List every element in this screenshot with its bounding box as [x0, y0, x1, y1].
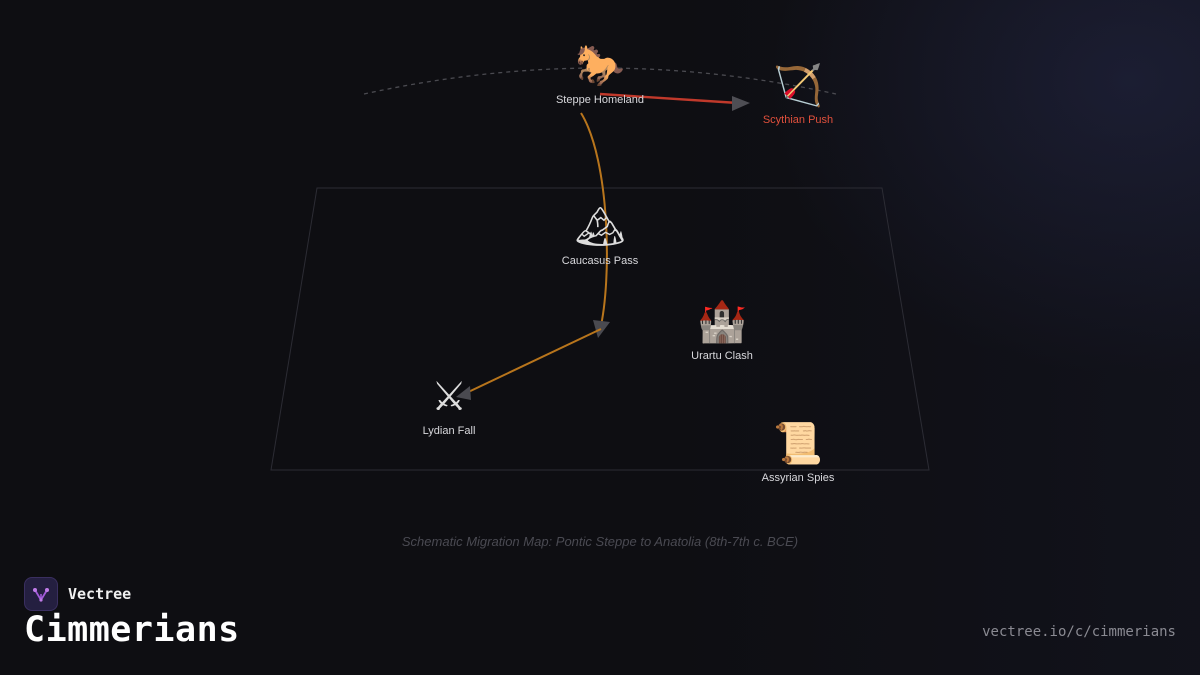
node-label: Steppe Homeland [555, 94, 645, 106]
node-label: Assyrian Spies [761, 472, 835, 484]
node-label: Urartu Clash [691, 350, 753, 362]
bow-and-arrow-icon: 🏹 [773, 63, 823, 109]
migration-arrowhead-lydia [456, 386, 471, 400]
node-urartu-clash[interactable]: 🏰 Urartu Clash [691, 302, 753, 362]
castle-icon: 🏰 [697, 299, 747, 345]
node-label: Scythian Push [762, 114, 834, 126]
scythian-push-arrow [599, 92, 739, 105]
node-scythian-push[interactable]: 🏹 Scythian Push [763, 66, 833, 126]
horse-icon: 🐎 [575, 43, 625, 89]
migration-arrowhead-caucasus [593, 320, 610, 338]
node-steppe-homeland[interactable]: 🐎 Steppe Homeland [556, 46, 644, 106]
scythian-push-arrowhead [732, 96, 750, 111]
page-url[interactable]: vectree.io/c/cimmerians [982, 624, 1176, 640]
page-title: Cimmerians [24, 610, 240, 650]
brand[interactable]: Vectree [24, 577, 131, 611]
brand-name: Vectree [68, 585, 132, 603]
migration-path-to-lydia [461, 328, 602, 396]
node-label: Caucasus Pass [561, 255, 639, 267]
map-caption: Schematic Migration Map: Pontic Steppe t… [401, 534, 799, 549]
node-lydian-fall[interactable]: ⚔ Lydian Fall [423, 377, 476, 437]
scroll-icon: 📜 [773, 421, 823, 467]
vectree-logo-icon [24, 577, 58, 611]
steppe-arc [363, 67, 837, 95]
node-label: Lydian Fall [422, 425, 476, 437]
crossed-swords-icon: ⚔ [431, 374, 467, 420]
node-caucasus-pass[interactable]: 🏔 Caucasus Pass [562, 207, 638, 267]
snow-mountain-icon: 🏔 [574, 204, 626, 250]
node-assyrian-spies[interactable]: 📜 Assyrian Spies [762, 424, 835, 484]
map-plane [270, 187, 930, 471]
migration-path-steppe-to-caucasus [580, 112, 608, 331]
